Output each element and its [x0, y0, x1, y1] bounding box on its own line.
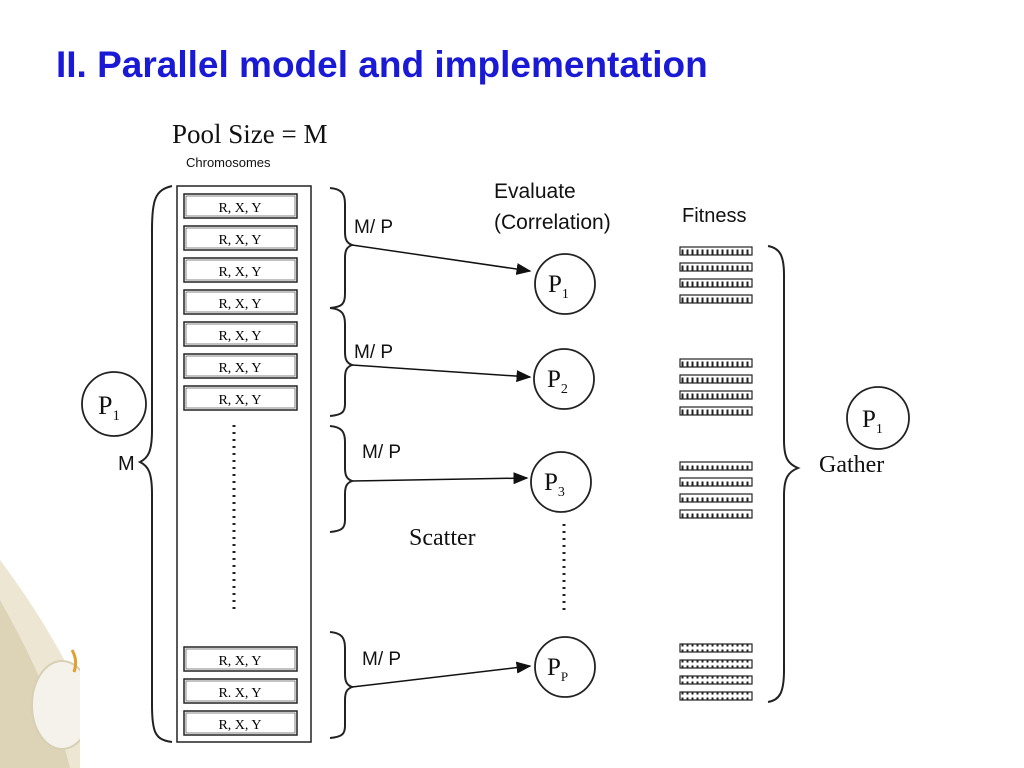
gather-brace — [767, 245, 801, 703]
fitness-value-bar — [679, 390, 753, 400]
scatter-arrow-1 — [351, 244, 532, 275]
source-processor-label: P1 — [98, 391, 120, 424]
evaluate-label-correlation: (Correlation) — [494, 211, 611, 234]
chromosome-list-top: R, X, Y R, X, Y R, X, Y R, X, Y R, X, Y … — [183, 193, 298, 411]
scatter-arrow-4 — [351, 661, 532, 688]
scatter-label: Scatter — [409, 525, 476, 551]
group-size-label-4: M/ P — [362, 649, 401, 670]
chromosome-label: R, X, Y — [218, 361, 261, 376]
fitness-value-bar — [679, 246, 753, 256]
fitness-value-bar — [679, 262, 753, 272]
chromosome-label: R, X, Y — [218, 718, 261, 733]
chromosome-box: R, X, Y — [183, 225, 298, 251]
chromosome-label: R, X, Y — [218, 297, 261, 312]
fitness-value-bar — [679, 461, 753, 471]
evaluate-label: Evaluate — [494, 180, 576, 203]
fitness-group-2 — [679, 358, 753, 416]
fitness-group-4 — [679, 643, 753, 701]
m-label: M — [118, 453, 135, 475]
fitness-value-bar — [679, 675, 753, 685]
chromosome-label: R, X, Y — [218, 329, 261, 344]
pool-brace — [137, 185, 173, 743]
chromosome-box: R, X, Y — [183, 353, 298, 379]
pool-size-label: Pool Size = M — [172, 119, 328, 149]
processor-node-p: PP — [534, 636, 596, 698]
fitness-value-bar — [679, 358, 753, 368]
egg-accent — [70, 649, 78, 673]
chromosome-box: R, X, Y — [183, 710, 298, 736]
chromosome-box: R, X, Y — [183, 257, 298, 283]
processor-node-3: P3 — [530, 451, 592, 513]
slide-title: II. Parallel model and implementation — [56, 44, 708, 85]
chromosome-label: R, X, Y — [218, 233, 261, 248]
chromosome-box: R, X, Y — [183, 385, 298, 411]
group-size-label-1: M/ P — [354, 217, 393, 238]
source-processor: P1 — [81, 371, 147, 437]
processor-label: P2 — [547, 366, 568, 397]
chromosomes-label: Chromosomes — [186, 155, 271, 170]
chromosome-box: R. X, Y — [183, 678, 298, 704]
fitness-label: Fitness — [682, 205, 746, 227]
fitness-value-bar — [679, 643, 753, 653]
processor-label: P3 — [544, 469, 565, 500]
fitness-value-bar — [679, 691, 753, 701]
chromosome-label: R, X, Y — [218, 201, 261, 216]
fitness-value-bar — [679, 493, 753, 503]
fitness-value-bar — [679, 477, 753, 487]
fitness-value-bar — [679, 659, 753, 669]
group-size-label-2: M/ P — [354, 342, 393, 363]
fitness-value-bar — [679, 294, 753, 304]
gather-processor-label: P1 — [862, 406, 883, 437]
fitness-group-1 — [679, 246, 753, 304]
chromosome-label: R, X, Y — [218, 265, 261, 280]
processor-node-2: P2 — [533, 348, 595, 410]
chromosome-box: R, X, Y — [183, 646, 298, 672]
gather-label: Gather — [819, 452, 884, 478]
fitness-value-bar — [679, 278, 753, 288]
chromosome-label: R. X, Y — [218, 686, 261, 701]
chromosome-label: R, X, Y — [218, 393, 261, 408]
chromosome-box: R, X, Y — [183, 289, 298, 315]
processor-label: PP — [547, 654, 568, 684]
chromosome-pool — [176, 185, 312, 743]
chromosome-list-bottom: R, X, Y R. X, Y R, X, Y — [183, 646, 298, 736]
fitness-value-bar — [679, 374, 753, 384]
chromosome-box: R, X, Y — [183, 321, 298, 347]
fitness-value-bar — [679, 406, 753, 416]
fitness-value-bar — [679, 509, 753, 519]
chromosome-box: R, X, Y — [183, 193, 298, 219]
scatter-arrow-3 — [351, 472, 529, 485]
processor-label: P1 — [548, 271, 569, 302]
group-size-label-3: M/ P — [362, 442, 401, 463]
fitness-group-3 — [679, 461, 753, 519]
processor-node-1: P1 — [534, 253, 596, 315]
chromosome-label: R, X, Y — [218, 654, 261, 669]
scatter-arrow-2 — [351, 364, 532, 383]
gather-processor: P1 — [846, 386, 910, 450]
